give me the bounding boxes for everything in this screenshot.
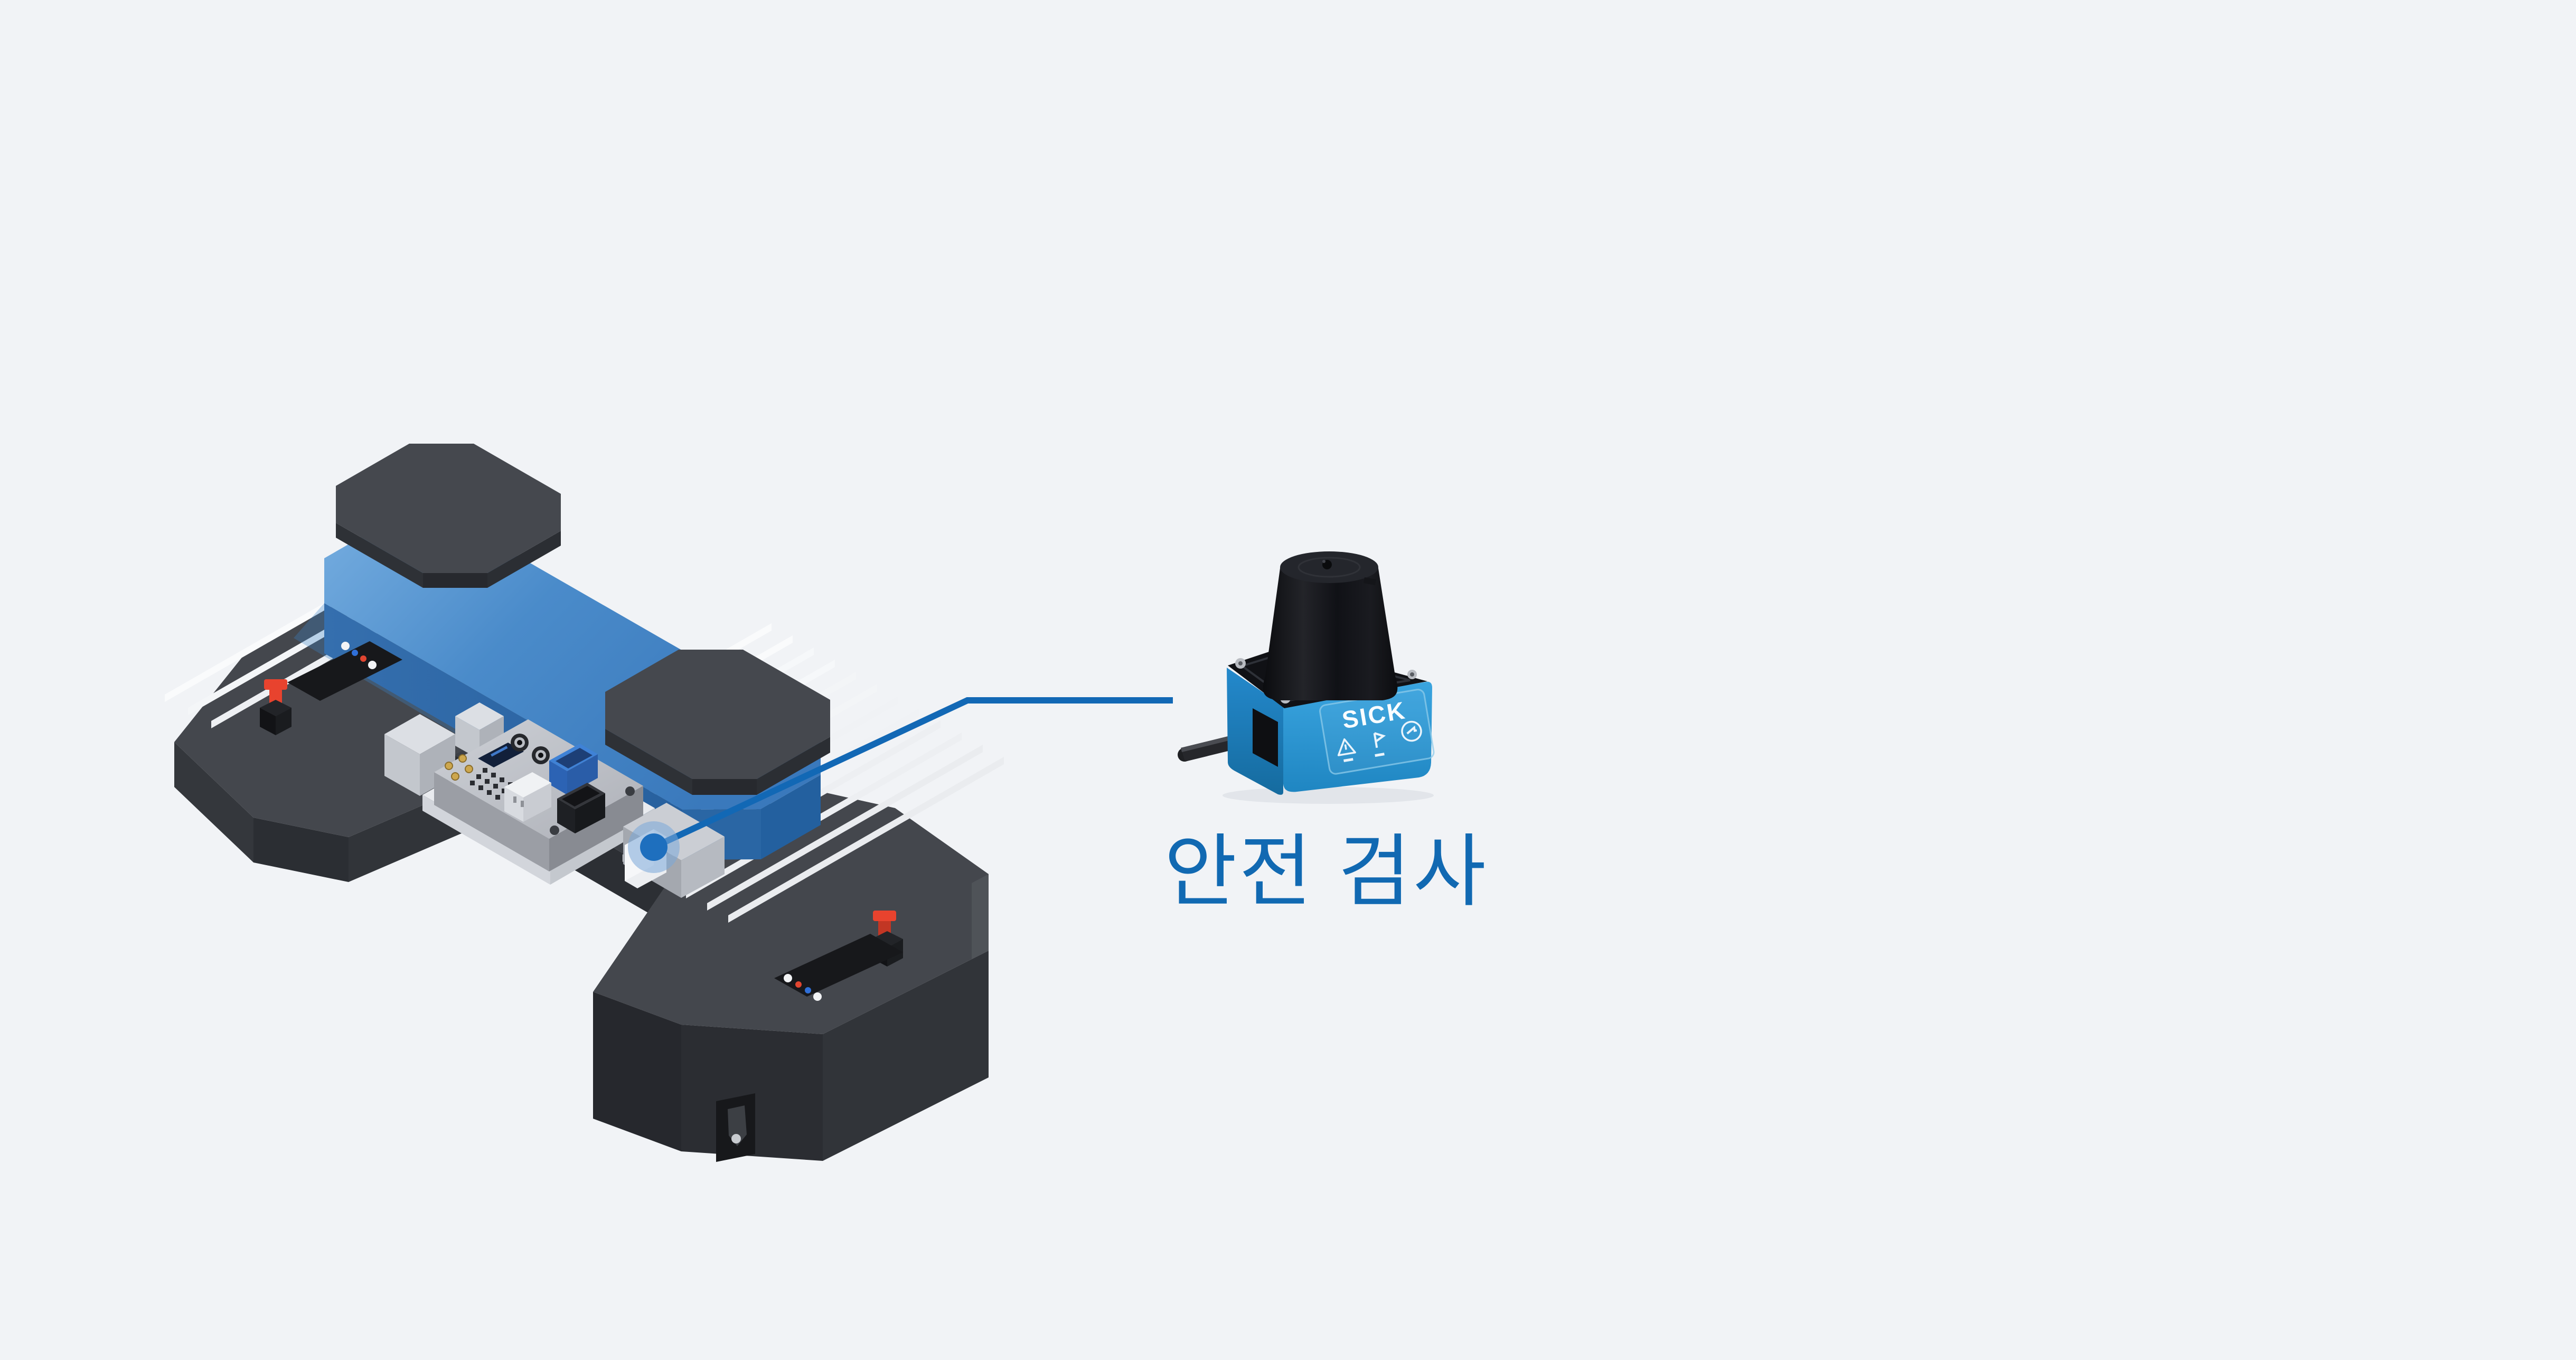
- top-pad-left: [336, 444, 561, 588]
- scanner-shadow: [1223, 787, 1434, 804]
- scanner-optics-window: [1253, 708, 1278, 767]
- callout-leader-line: [652, 697, 1173, 850]
- m12-connectors: [511, 734, 550, 764]
- callout-label: 안전 검사: [1164, 827, 1488, 916]
- motor-controller: [422, 719, 655, 885]
- reset-circle-icon: [1401, 720, 1422, 742]
- black-connector: [557, 783, 605, 833]
- scanner-front-panel: SICK: [1319, 689, 1435, 775]
- electronics-box-large: [384, 714, 455, 796]
- antenna-pins: [445, 754, 473, 781]
- emergency-stop-left: [260, 679, 292, 735]
- marker-dot: [640, 833, 667, 861]
- scanner-cone: [1263, 551, 1398, 700]
- sensor-mount-marker: [628, 821, 680, 873]
- module-display: [478, 743, 524, 767]
- caster-bracket: [716, 1093, 755, 1162]
- status-leds-left: [287, 641, 402, 701]
- flag-arrow-icon: [1373, 732, 1386, 757]
- warning-triangle-icon: [1337, 738, 1356, 762]
- blue-connector: [549, 744, 598, 795]
- agv-illustration: [165, 444, 1004, 1162]
- white-connector: [504, 772, 551, 822]
- sick-scanner: SICK: [1178, 551, 1435, 804]
- top-pad-right: [605, 650, 830, 795]
- status-leds-right: [774, 934, 903, 1001]
